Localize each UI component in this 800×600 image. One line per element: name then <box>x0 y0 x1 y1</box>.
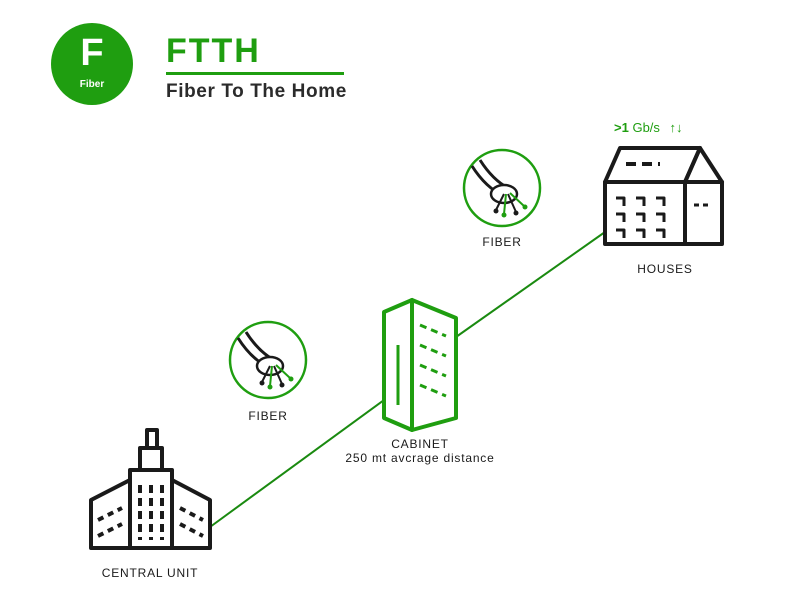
logo-letter: F <box>80 32 104 74</box>
fiber-logo: F Fiber <box>51 23 133 105</box>
fiber-link-central-to-cabinet <box>209 399 385 528</box>
houses-icon <box>603 146 724 246</box>
houses-label: HOUSES <box>637 262 693 276</box>
title-underline <box>166 72 344 75</box>
cabinet-distance-note: 250 mt avcrage distance <box>345 451 495 465</box>
fiber-label-upper: FIBER <box>482 235 522 249</box>
logo-caption: Fiber <box>79 79 105 90</box>
fiber-cable-icon-upper <box>462 148 542 228</box>
fiber-cable-icon-lower <box>228 320 308 400</box>
central-unit-label: CENTRAL UNIT <box>101 566 199 580</box>
fiber-label-lower: FIBER <box>248 409 288 423</box>
speed-unit: Gb/s <box>632 120 660 135</box>
cabinet-label: CABINET <box>391 437 449 451</box>
page-title: FTTH <box>166 32 261 70</box>
up-down-arrows-icon: ↑↓ <box>669 120 683 135</box>
central-unit-icon <box>89 428 212 550</box>
speed-value: >1 <box>614 120 629 135</box>
cabinet-icon <box>382 298 458 432</box>
fiber-link-cabinet-to-houses <box>455 231 606 338</box>
speed-indicator: >1 Gb/s ↑↓ <box>614 120 683 135</box>
page-subtitle: Fiber To The Home <box>166 81 347 102</box>
